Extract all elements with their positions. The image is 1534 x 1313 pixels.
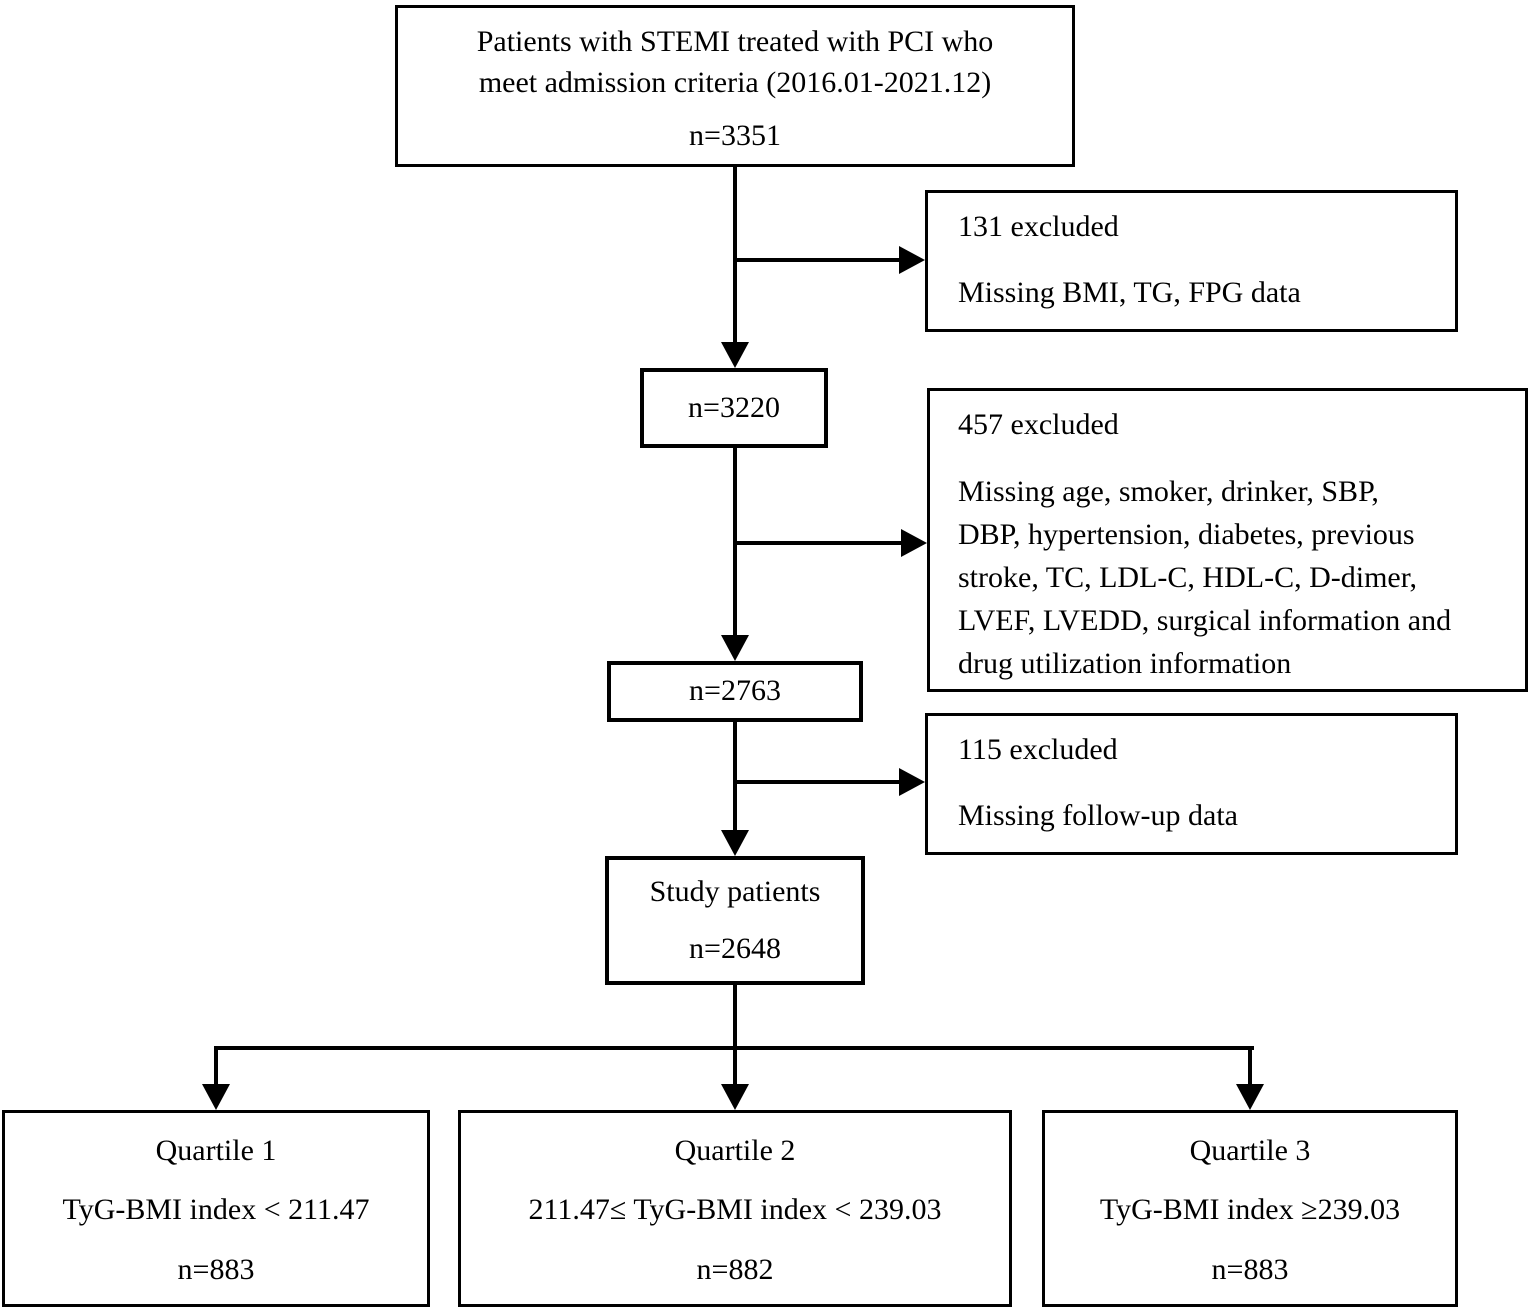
study-patients-box: Study patients n=2648 (605, 856, 865, 985)
exclusion-box-3: 115 excluded Missing follow-up data (925, 713, 1458, 855)
exclusion-1-reason: Missing BMI, TG, FPG data (958, 275, 1301, 309)
exclusion-1-title: 131 excluded (958, 210, 1119, 243)
exclusion-3-title: 115 excluded (958, 733, 1118, 766)
quartile-2-box: Quartile 2 211.47≤ TyG-BMI index < 239.0… (458, 1110, 1012, 1307)
quartile-3-count: n=883 (1211, 1252, 1289, 1286)
quartile-3-criteria: TyG-BMI index ≥239.03 (1099, 1193, 1401, 1227)
n3220-count: n=3220 (688, 390, 780, 424)
quartile-1-criteria: TyG-BMI index < 211.47 (62, 1193, 370, 1227)
quartile-3-box: Quartile 3 TyG-BMI index ≥239.03 n=883 (1042, 1110, 1458, 1307)
exclusion-box-2: 457 excluded Missing age, smoker, drinke… (927, 388, 1528, 692)
arrowhead-right-excl1 (899, 246, 925, 274)
quartile-3-title: Quartile 3 (1189, 1134, 1311, 1167)
arrowhead-right-excl3 (899, 768, 925, 796)
connector-study-to-branch (733, 985, 737, 1086)
connector-branch-excl1 (733, 258, 901, 262)
exclusion-3-reason: Missing follow-up data (958, 798, 1238, 832)
exclusion-box-1: 131 excluded Missing BMI, TG, FPG data (925, 190, 1458, 332)
exclusion-2-reason-line-5: drug utilization information (958, 646, 1292, 680)
n3220-box: n=3220 (640, 368, 828, 448)
exclusion-2-reason-line-1: Missing age, smoker, drinker, SBP, (958, 474, 1379, 508)
enrollment-count: n=3351 (689, 118, 781, 152)
connector-branch-excl2 (733, 541, 903, 545)
exclusion-2-reasons: Missing age, smoker, drinker, SBP, DBP, … (958, 470, 1509, 685)
quartile-2-criteria: 211.47≤ TyG-BMI index < 239.03 (528, 1193, 942, 1227)
exclusion-2-reason-line-3: stroke, TC, LDL-C, HDL-C, D-dimer, (958, 560, 1418, 594)
n2763-count: n=2763 (689, 674, 781, 708)
arrowhead-down-n2763 (721, 635, 749, 661)
quartile-1-count: n=883 (177, 1252, 255, 1286)
enrollment-line-1: Patients with STEMI treated with PCI who (476, 25, 994, 58)
connector-drop-quartile1 (214, 1046, 218, 1086)
arrowhead-down-study (721, 830, 749, 856)
connector-n2763-to-study (733, 722, 737, 832)
quartile-2-count: n=882 (696, 1252, 774, 1286)
study-patients-label: Study patients (649, 875, 821, 908)
connector-quartile-branch (214, 1046, 1254, 1050)
exclusion-2-title: 457 excluded (958, 408, 1119, 441)
exclusion-2-reason-line-4: LVEF, LVEDD, surgical information and (958, 603, 1452, 637)
connector-branch-excl3 (733, 780, 901, 784)
connector-top-to-n3220 (733, 167, 737, 345)
arrowhead-down-quartile3 (1236, 1084, 1264, 1110)
n2763-box: n=2763 (607, 661, 863, 722)
quartile-2-title: Quartile 2 (674, 1134, 796, 1167)
study-patients-count: n=2648 (689, 931, 781, 965)
enrollment-box: Patients with STEMI treated with PCI who… (395, 5, 1075, 167)
enrollment-text: Patients with STEMI treated with PCI who… (406, 22, 1064, 103)
quartile-1-box: Quartile 1 TyG-BMI index < 211.47 n=883 (2, 1110, 430, 1307)
connector-drop-quartile3 (1248, 1046, 1252, 1086)
arrowhead-down-quartile1 (202, 1084, 230, 1110)
arrowhead-right-excl2 (901, 529, 927, 557)
arrowhead-down-n3220 (721, 342, 749, 368)
arrowhead-down-quartile2 (721, 1084, 749, 1110)
enrollment-line-2: meet admission criteria (2016.01-2021.12… (478, 65, 992, 99)
exclusion-2-reason-line-2: DBP, hypertension, diabetes, previous (958, 517, 1415, 551)
quartile-1-title: Quartile 1 (155, 1134, 277, 1167)
